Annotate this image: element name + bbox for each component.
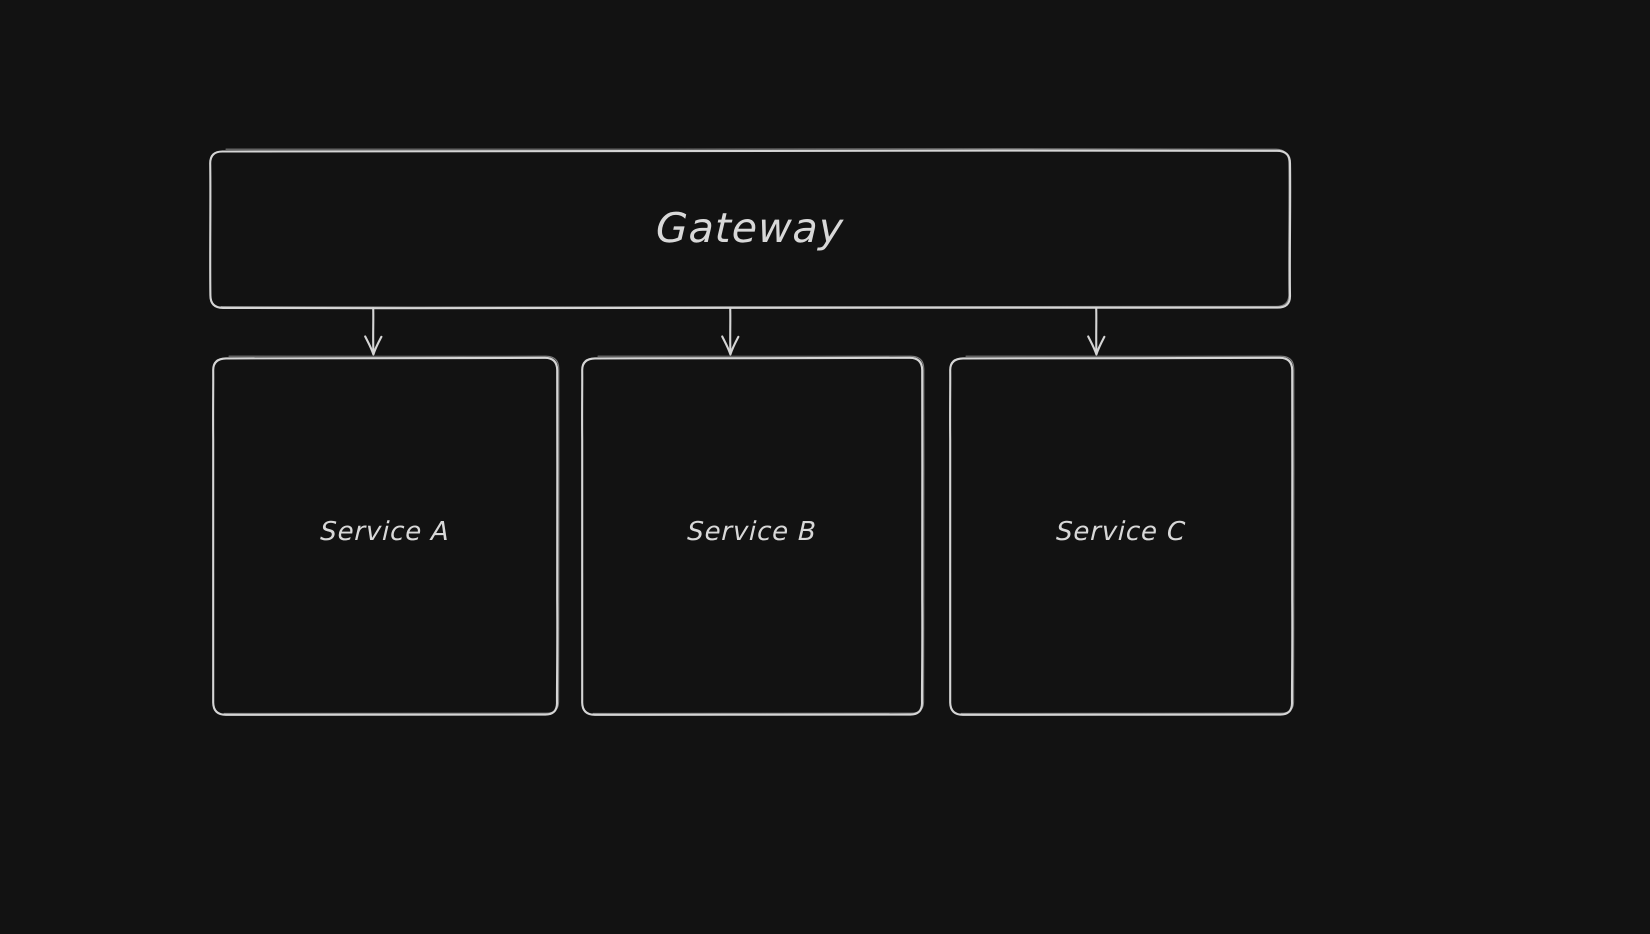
edge-gateway-service-c[interactable]: [1087, 306, 1106, 356]
node-service-a-label: Service A: [319, 517, 451, 547]
node-gateway-border: [209, 149, 1292, 310]
node-service-c-label: Service C: [1055, 517, 1187, 547]
node-service-c-border-secondary: [960, 355, 1295, 715]
arrowhead-icon: [364, 335, 383, 356]
edge-gateway-service-b[interactable]: [721, 306, 740, 356]
node-gateway[interactable]: [209, 148, 1292, 310]
node-service-a-border: [211, 356, 559, 716]
node-service-a-border-secondary: [223, 355, 560, 715]
node-gateway-label: Gateway: [655, 204, 845, 252]
node-service-c-border: [948, 356, 1294, 716]
node-service-b-label: Service B: [686, 517, 818, 547]
node-gateway-border-secondary: [220, 148, 1290, 308]
node-gateway-fill: [210, 150, 1290, 308]
arrowhead-icon: [721, 335, 740, 356]
node-service-a[interactable]: [211, 355, 560, 716]
node-service-b-border: [580, 356, 924, 716]
node-service-a-fill: [213, 357, 557, 715]
edge-gateway-service-a[interactable]: [364, 306, 383, 356]
arrowhead-icon: [1087, 335, 1106, 356]
node-service-c[interactable]: [948, 355, 1295, 716]
node-service-c-fill: [950, 357, 1292, 715]
node-service-b-border-secondary: [592, 355, 925, 715]
node-service-b-fill: [582, 357, 922, 715]
node-service-b[interactable]: [580, 355, 925, 716]
